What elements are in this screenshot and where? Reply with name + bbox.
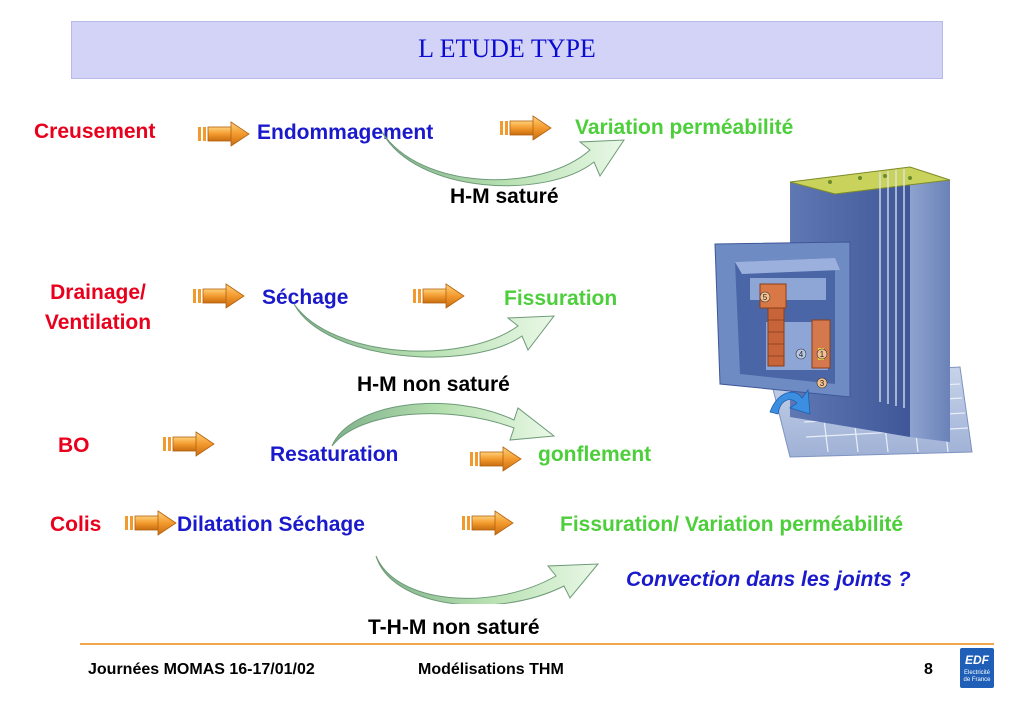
effect-resaturation: Resaturation [270,443,399,466]
footer-topic: Modélisations THM [418,661,564,678]
cause-colis: Colis [50,513,102,536]
note-convection: Convection dans les joints ? [626,568,911,591]
storage-cutaway-illustration: 5 4 1 3 [714,166,973,458]
page-title: L ETUDE TYPE [418,34,596,63]
edf-logo-text: EDF [965,653,989,667]
arrow-right-icon [470,446,522,472]
result-fissuration: Fissuration [504,287,618,310]
regime-label: H-M non saturé [357,373,510,396]
result-variation-permeabilite: Variation perméabilité [575,116,794,139]
edf-logo: EDF Electricité de France [960,648,994,688]
arrow-right-icon [163,431,215,457]
cause-drainage-ventilation: Drainage/ Ventilation [44,281,152,334]
effect-endommagement: Endommagement [257,121,434,144]
figure-marker: 5 [763,293,768,302]
arrow-right-icon [125,510,177,536]
arrow-right-icon [198,121,250,147]
regime-label: T-H-M non saturé [368,616,540,639]
arrow-right-icon [193,283,245,309]
curved-arrow-icon [293,303,556,358]
edf-logo-subtext: Electricité de France [963,670,991,683]
footer-event: Journées MOMAS 16-17/01/02 [88,661,315,678]
result-fissuration-variation: Fissuration/ Variation perméabilité [560,513,904,536]
effect-dilatation-sechage: Dilatation Séchage [177,513,365,536]
title-banner: L ETUDE TYPE [71,21,943,79]
cause-bo: BO [58,434,90,457]
figure-marker: 4 [799,350,804,359]
curved-arrow-icon [381,131,625,187]
regime-label: H-M saturé [450,185,559,208]
curved-arrow-icon [331,403,556,447]
result-gonflement: gonflement [538,443,652,466]
figure-marker: 3 [820,379,825,388]
figure-marker: 1 [820,350,825,359]
effect-sechage: Séchage [262,286,349,309]
page-number: 8 [924,661,933,678]
curved-arrow-icon [375,555,600,604]
arrow-right-icon [462,510,514,536]
footer-divider [80,643,994,645]
cause-creusement: Creusement [34,120,156,143]
